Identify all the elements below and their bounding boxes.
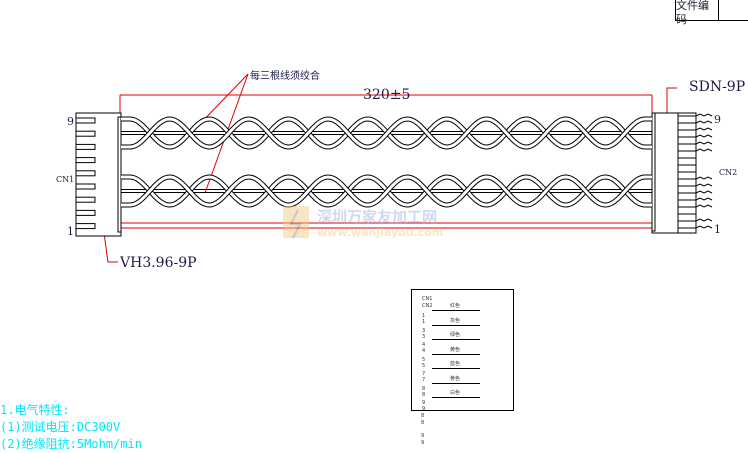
row-line [432,397,480,398]
row-pin-b: 8 [422,391,426,398]
wire-end [695,134,713,138]
row-color: 白色 [450,390,461,396]
wire-end [695,127,713,131]
table-header-cn2: CN2 [422,303,433,309]
extra-pin: 9 [421,433,425,439]
wire-end [695,225,713,229]
extra-pin: 8 [421,413,425,419]
row-pin-b: 5 [422,362,426,369]
wire-end [695,183,713,187]
row-line [432,368,480,369]
wire-end [695,120,713,124]
pin [75,117,96,124]
left-pin-bottom: 1 [67,225,74,238]
row-pin-b: 1 [422,319,426,325]
row-color: 红色 [450,303,461,309]
row-pin-b: 7 [422,377,426,383]
right-pin-bottom: 1 [714,223,721,236]
pin [75,143,96,150]
right-connector [651,112,713,234]
row-pin-a: 8 [422,385,426,392]
watermark-url: www.wanjiayou.com [317,226,444,239]
left-connector-name: CN1 [56,175,75,184]
row-line [432,324,480,326]
right-connector-model: SDN-9P [689,79,746,95]
watermark: 深圳万家友加工网 www.wanjiayou.com [283,206,473,250]
pin [75,170,96,177]
row-color: 黄色 [450,346,461,353]
wire-table: CN1 CN2 1 1 红色 3 3 灰色 4 4 绿色 5 5 黄色 7 7 … [411,289,514,412]
wire-end [695,218,713,222]
row-color: 绿色 [450,332,461,338]
watermark-name: 深圳万家友加工网 [317,208,438,226]
left-connector [75,112,122,237]
wire-end [695,148,713,152]
wire-end [695,113,713,117]
row-pin-b: 9 [422,406,426,412]
pin [75,196,96,203]
wire-end [695,176,713,180]
pin [75,130,96,137]
pin [75,183,96,190]
note-line-1: 1.电气特性: [0,403,70,417]
row-pin-a: 9 [422,400,426,406]
row-pin-a: 3 [422,327,426,334]
row-color: 灰色 [450,317,461,324]
note-line-2: (1)测试电压:DC300V [0,420,121,434]
row-pin-a: 1 [422,313,426,319]
row-line [432,382,480,384]
left-connector-model: VH3.96-9P [120,255,197,271]
row-pin-a: 7 [422,371,426,377]
wire-end [695,190,713,194]
doc-code-label: 文件编码 [676,0,719,26]
twist-note: 每三根线须绞合 [250,71,320,82]
twisted-wires [121,116,652,208]
right-connector-name: CN2 [719,168,738,177]
notes: 1.电气特性: (1)测试电压:DC300V (2)绝缘阻抗:5Mohm/min [0,402,142,453]
row-pin-b: 4 [422,348,426,354]
pin [75,157,96,164]
row-line [432,339,480,340]
row-pin-a: 4 [422,342,426,348]
pin [75,209,96,216]
row-pin-a: 5 [422,356,426,363]
left-pin-top: 9 [67,115,74,128]
table-header-cn1: CN1 [422,296,433,302]
row-line [432,353,480,355]
row-line [432,310,480,311]
right-pin-top: 9 [714,113,721,126]
row-color: 黄色 [450,375,461,382]
wire-end [695,204,713,208]
wire-end [695,197,713,201]
length-dimension: 320±5 [363,87,411,103]
row-color: 蓝色 [450,361,461,367]
extra-pin: 8 [421,420,425,426]
row-pin-b: 3 [422,333,426,340]
pin [75,223,96,230]
wire-end [695,141,713,145]
title-block: 文件编码 [675,0,748,26]
extra-pin: 9 [421,440,425,446]
